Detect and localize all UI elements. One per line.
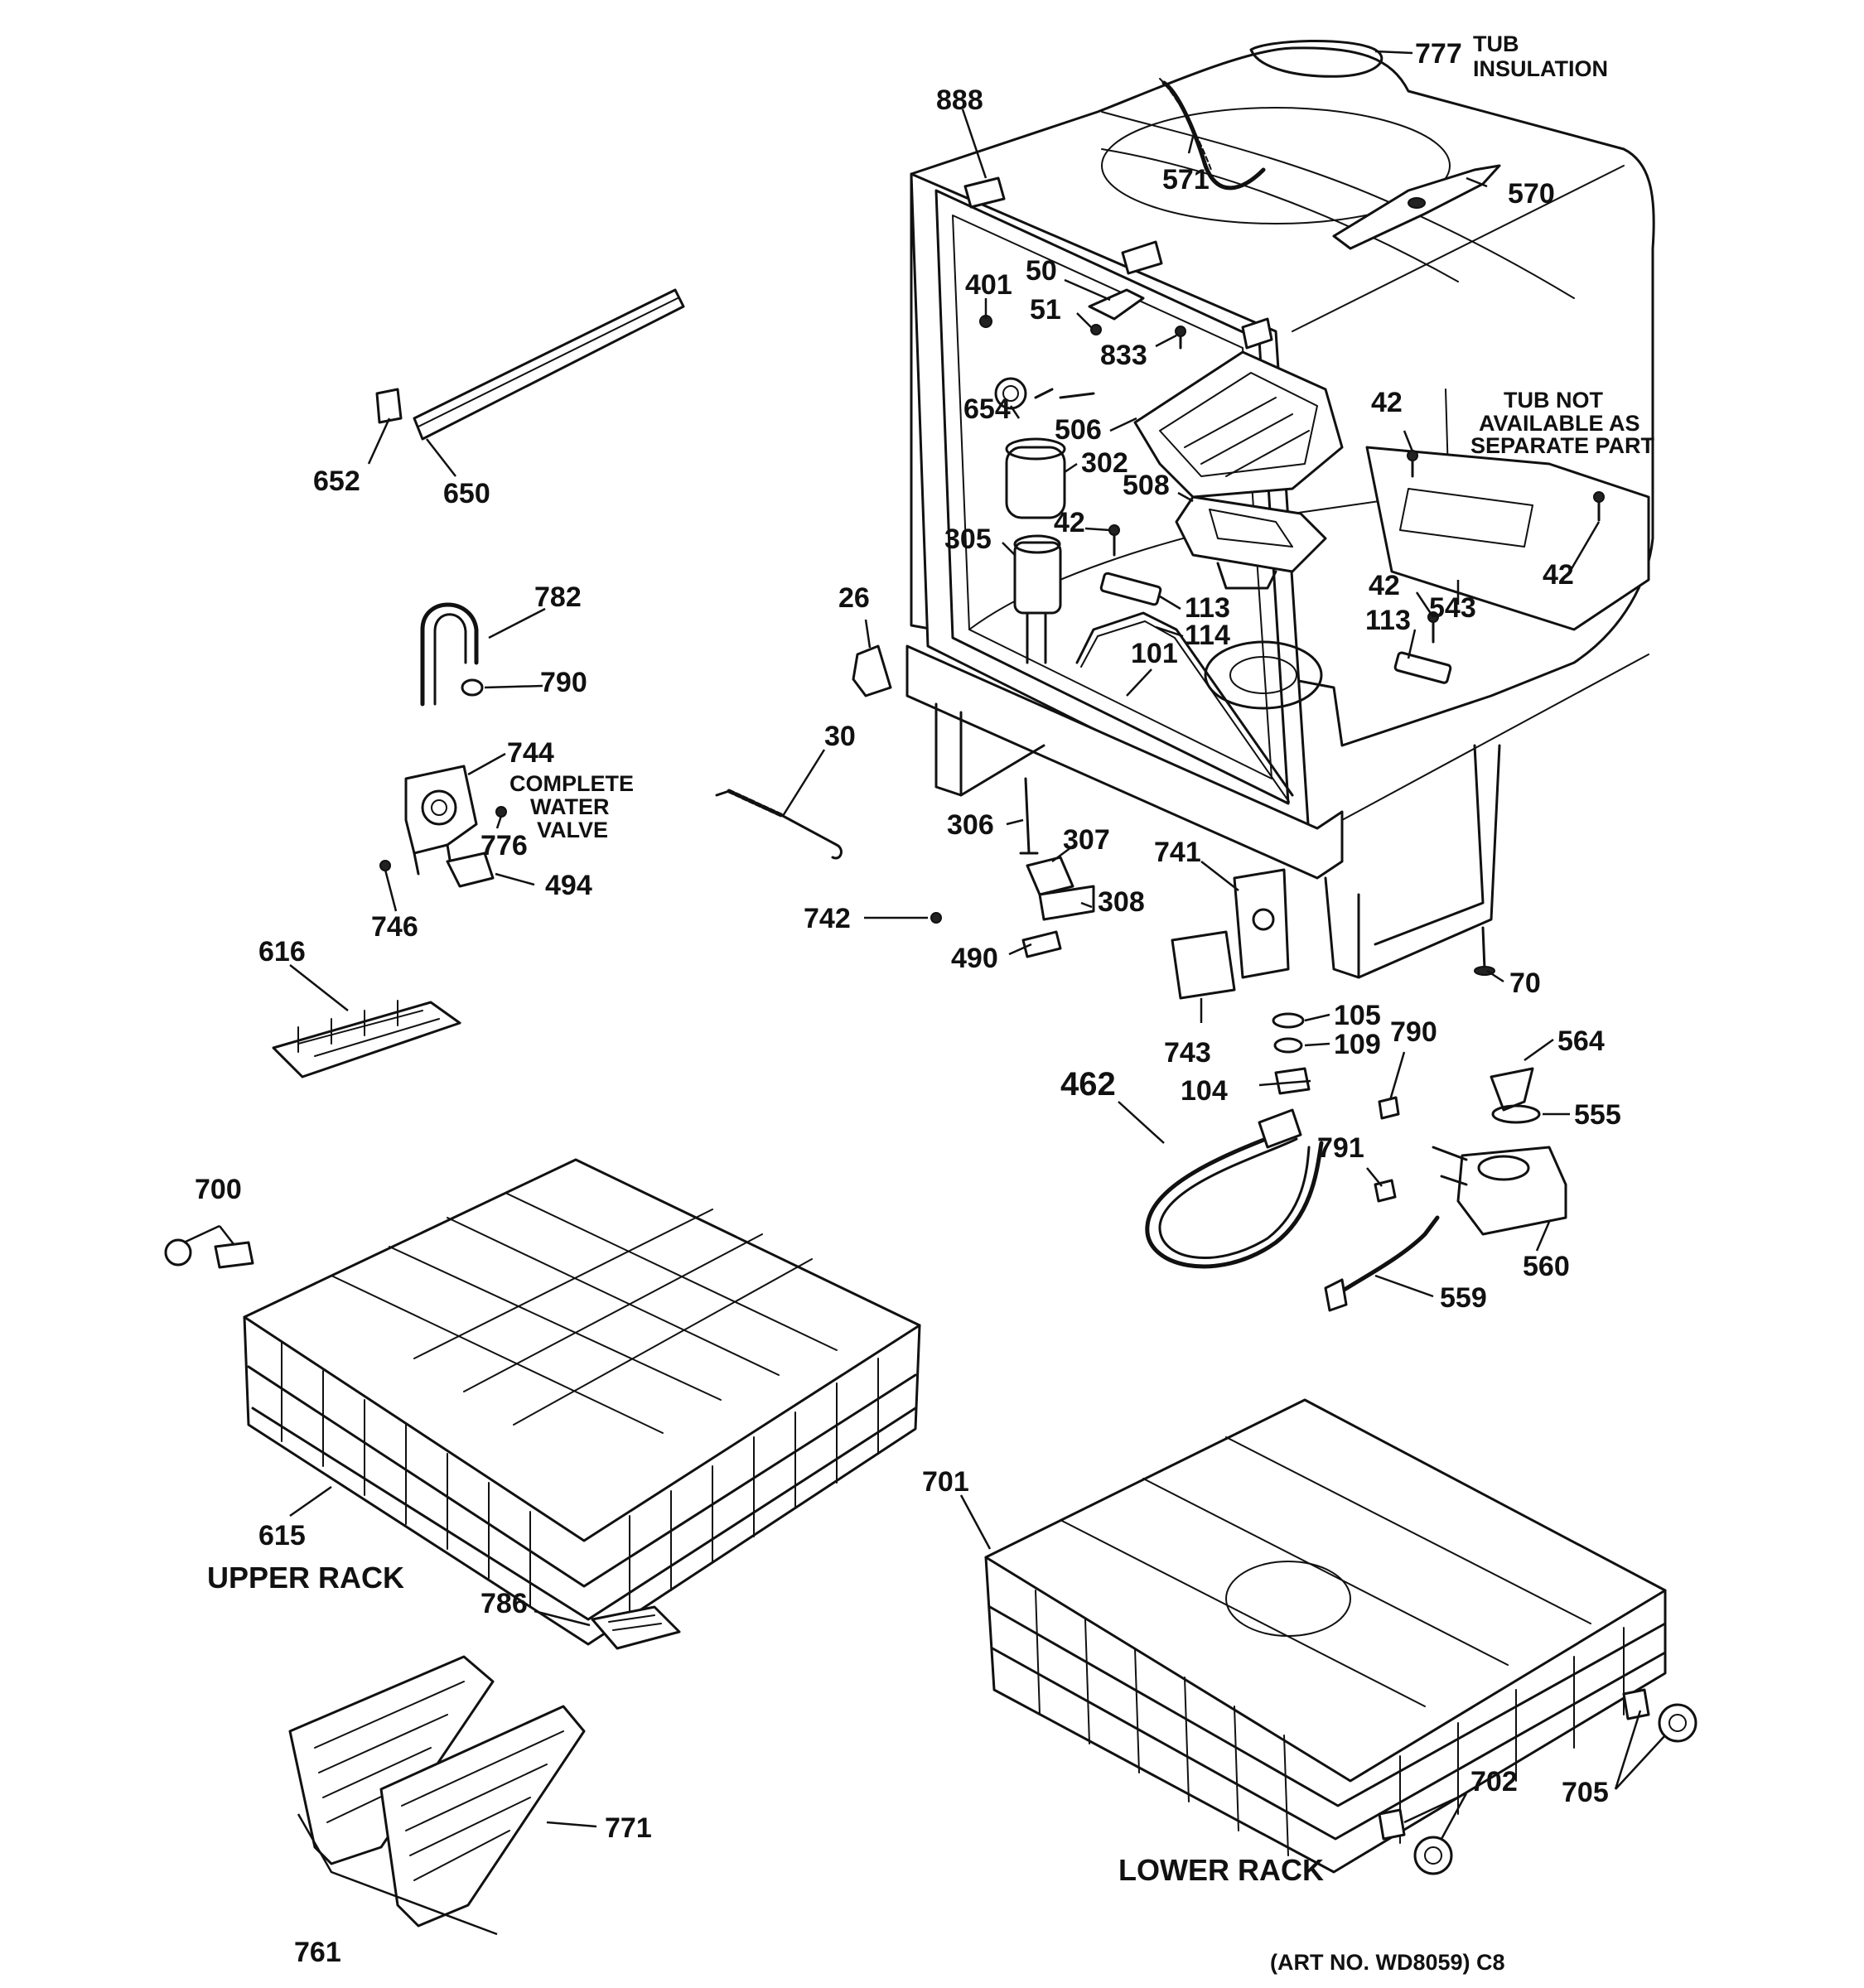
callout-555: 555 [1574, 1099, 1621, 1131]
callout-786: 786 [480, 1588, 528, 1619]
callout-113-left: 113 [1185, 592, 1230, 624]
callout-570: 570 [1508, 178, 1555, 210]
callout-104: 104 [1181, 1075, 1228, 1107]
tub-assembly [905, 39, 1655, 979]
callout-564: 564 [1557, 1025, 1605, 1057]
callout-113-right: 113 [1365, 605, 1411, 636]
callout-506: 506 [1055, 414, 1102, 446]
callout-776: 776 [480, 830, 528, 861]
caption-tub-not-line2: AVAILABLE AS [1479, 411, 1640, 436]
callout-650: 650 [443, 478, 490, 509]
callout-777: 777 [1415, 38, 1462, 70]
lower-rack-701 [984, 1398, 1667, 1874]
callout-652: 652 [313, 466, 360, 497]
callout-114: 114 [1185, 620, 1230, 651]
callout-494: 494 [545, 870, 592, 901]
caption-valve-line1: COMPLETE [509, 771, 634, 796]
callout-559: 559 [1440, 1282, 1487, 1314]
callout-306: 306 [947, 809, 994, 841]
callout-307: 307 [1063, 824, 1110, 856]
callout-101: 101 [1131, 638, 1178, 669]
callout-302: 302 [1081, 447, 1128, 479]
hose-782 [420, 602, 484, 707]
callout-616: 616 [258, 936, 306, 967]
callout-70: 70 [1509, 967, 1541, 999]
callout-888: 888 [936, 84, 983, 116]
callout-42-mid: 42 [1054, 507, 1085, 538]
callout-50: 50 [1026, 255, 1057, 287]
callout-42-right: 42 [1543, 559, 1574, 591]
silverware-baskets [288, 1655, 586, 1928]
lower-rack-rollers [1378, 1688, 1697, 1875]
callout-490: 490 [951, 943, 998, 974]
caption-tub-insulation-line1: TUB [1473, 31, 1519, 56]
basket-lid-786 [591, 1605, 681, 1650]
callout-746: 746 [371, 911, 418, 943]
callout-462: 462 [1060, 1066, 1116, 1103]
utensil-shelf-616 [272, 1000, 461, 1078]
callout-790-right: 790 [1390, 1016, 1437, 1048]
caption-valve-line3: VALVE [537, 818, 608, 842]
art-number: (ART NO. WD8059) C8 [1270, 1950, 1505, 1975]
rail-assembly [375, 288, 685, 441]
callout-105: 105 [1334, 1000, 1381, 1031]
leader-lines [183, 50, 1666, 1936]
callout-701: 701 [922, 1466, 969, 1498]
callout-109: 109 [1334, 1029, 1381, 1060]
caption-tub-not-line1: TUB NOT [1504, 388, 1603, 413]
callout-560: 560 [1523, 1251, 1570, 1282]
callout-401: 401 [965, 269, 1012, 301]
callout-702: 702 [1470, 1766, 1518, 1797]
water-valve-744 [379, 765, 507, 888]
callout-782: 782 [534, 581, 582, 613]
caption-lower-rack: LOWER RACK [1118, 1853, 1324, 1887]
callout-305: 305 [944, 524, 992, 555]
callout-308: 308 [1098, 886, 1145, 918]
callout-700: 700 [195, 1174, 242, 1205]
washers-and-fitting [1272, 1012, 1311, 1095]
upper-rack-615 [243, 1158, 921, 1646]
callout-833: 833 [1100, 340, 1147, 371]
callout-654: 654 [963, 393, 1011, 425]
rack-roller-700 [164, 1238, 254, 1269]
switch-assembly [930, 856, 1095, 958]
callout-791: 791 [1317, 1132, 1364, 1164]
callout-42-top: 42 [1371, 387, 1403, 418]
caption-tub-insulation-line2: INSULATION [1473, 56, 1608, 81]
callout-761: 761 [294, 1937, 341, 1968]
caption-valve-line2: WATER [530, 794, 610, 819]
pump-assembly [1324, 1067, 1567, 1312]
caption-tub-not-line3: SEPARATE PART [1470, 433, 1655, 458]
callout-543: 543 [1429, 592, 1476, 624]
callout-742: 742 [804, 903, 851, 934]
callout-744: 744 [507, 737, 554, 769]
callout-741: 741 [1154, 837, 1201, 868]
callout-790-left: 790 [540, 667, 587, 698]
callout-743: 743 [1164, 1037, 1211, 1069]
caption-upper-rack: UPPER RACK [207, 1561, 404, 1595]
latch-and-spring [715, 644, 892, 860]
callout-51: 51 [1030, 294, 1061, 326]
bracket-741-and-box-743 [1171, 868, 1290, 1000]
callout-705: 705 [1562, 1777, 1609, 1808]
callout-508: 508 [1123, 470, 1170, 501]
callout-26: 26 [838, 582, 870, 614]
callout-571: 571 [1162, 164, 1210, 195]
drain-hose-462 [1145, 1108, 1324, 1269]
callout-771: 771 [605, 1812, 652, 1844]
callout-615: 615 [258, 1520, 306, 1551]
callout-42-lower: 42 [1369, 570, 1400, 601]
callout-30: 30 [824, 721, 856, 752]
